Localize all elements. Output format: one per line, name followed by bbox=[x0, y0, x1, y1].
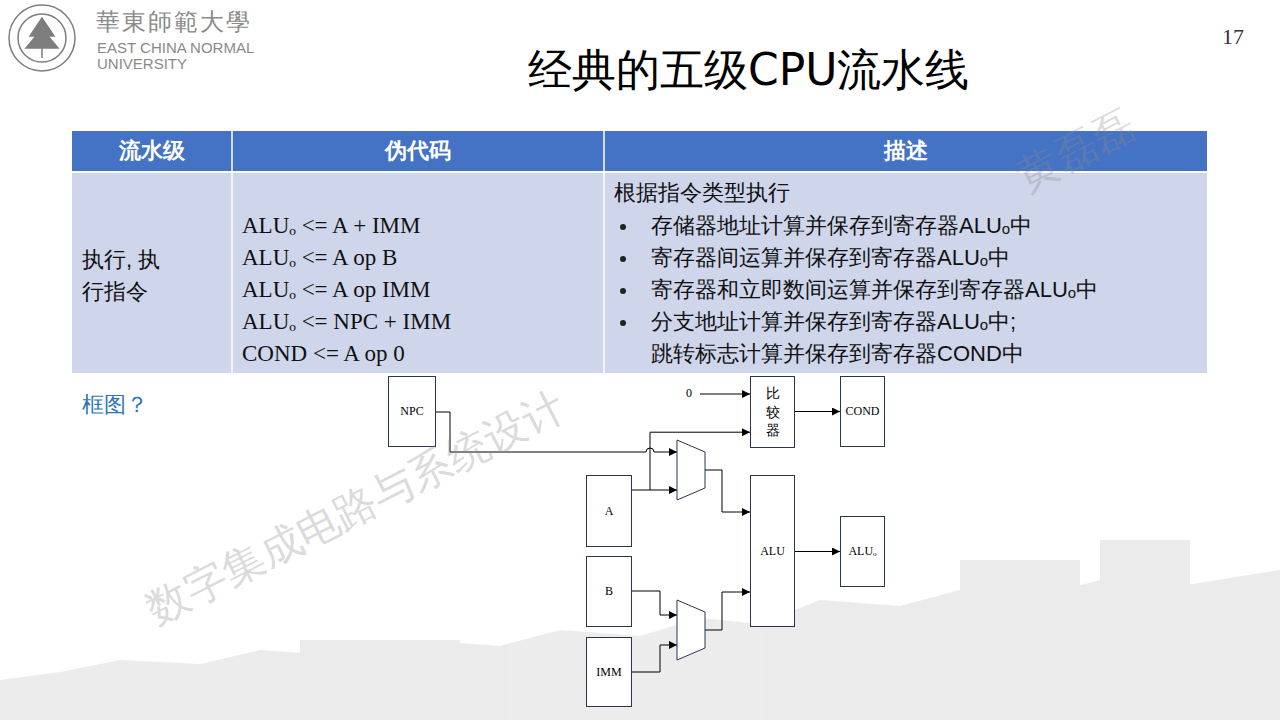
table-cell: 存储器地址计算并保存到寄存器ALUₒ中 bbox=[651, 210, 1032, 242]
watermark: 数字集成电路与系统设计 bbox=[137, 378, 574, 638]
node-text: B bbox=[605, 583, 613, 599]
node-text: COND bbox=[845, 403, 879, 419]
table-cell: 寄存器间运算并保存到寄存器ALUₒ中 bbox=[651, 242, 1010, 274]
signal-value: 0 bbox=[686, 386, 692, 401]
table-rule bbox=[72, 171, 1207, 173]
zero-wire bbox=[700, 394, 750, 395]
b-wire bbox=[632, 591, 677, 615]
node-text: NPC bbox=[400, 403, 423, 419]
page-number: 17 bbox=[1222, 24, 1244, 50]
pseudo-code: ALUₒ <= A op IMM bbox=[242, 274, 430, 306]
register-box: IMM bbox=[586, 637, 632, 707]
bullet bbox=[620, 320, 626, 326]
pseudo-code: COND <= A op 0 bbox=[242, 338, 405, 370]
table-rule bbox=[231, 131, 233, 373]
university-name: 華東師範大學 bbox=[96, 6, 252, 38]
npc-wire bbox=[436, 412, 677, 452]
table-header: 描述 bbox=[604, 136, 1207, 166]
table-header: 伪代码 bbox=[232, 136, 604, 166]
node-text: ALU bbox=[760, 543, 785, 559]
register-box: B bbox=[586, 556, 632, 627]
pseudo-code: ALUₒ <= A op B bbox=[242, 242, 397, 274]
comparator-box: 比较器 bbox=[750, 376, 795, 448]
table-cell: 根据指令类型执行 bbox=[614, 177, 790, 209]
register-box: A bbox=[586, 475, 632, 547]
multiplexer bbox=[677, 440, 705, 500]
university-logo bbox=[9, 5, 75, 71]
slide-title: 经典的五级CPU流水线 bbox=[528, 42, 969, 98]
bullet-points bbox=[620, 224, 626, 326]
pseudo-code: ALUₒ <= A + IMM bbox=[242, 210, 420, 242]
register-box: NPC bbox=[388, 376, 436, 447]
table-cell: 执行, 执行指令 bbox=[82, 244, 182, 308]
alu-box: ALU bbox=[750, 475, 795, 627]
building-block bbox=[1100, 540, 1190, 720]
logo-tree bbox=[26, 18, 58, 58]
watermark: 黄磊磊 bbox=[1007, 98, 1145, 205]
connector bbox=[795, 551, 840, 552]
logo-ring bbox=[18, 14, 66, 62]
bullet bbox=[620, 288, 626, 294]
node-text: ALUₒ bbox=[848, 543, 876, 559]
table-header: 流水级 bbox=[72, 136, 232, 166]
university-name-en: EAST CHINA NORMAL UNIVERSITY bbox=[97, 40, 287, 72]
table-rule bbox=[603, 131, 605, 373]
logo-ring bbox=[9, 5, 75, 71]
register-box: ALUₒ bbox=[840, 516, 885, 587]
imm-wire bbox=[632, 645, 677, 672]
edge-layer bbox=[632, 412, 840, 552]
table-grid bbox=[72, 131, 1207, 373]
pseudo-code: ALUₒ <= NPC + IMM bbox=[242, 306, 451, 338]
note: 框图？ bbox=[82, 390, 148, 420]
building-block bbox=[960, 560, 1080, 720]
table-cell: 分支地址计算并保存到寄存器ALUₒ中; 跳转标志计算并保存到寄存器COND中 bbox=[651, 306, 1201, 370]
table-header-fill bbox=[72, 131, 1207, 172]
bullet bbox=[620, 224, 626, 230]
mux-out-wire bbox=[705, 470, 750, 512]
table-row-fill bbox=[72, 172, 1207, 373]
a-to-mux-wire bbox=[650, 490, 677, 491]
building-shape bbox=[0, 570, 1280, 720]
mux-out-wire bbox=[705, 592, 750, 630]
table-cell: 寄存器和立即数间运算并保存到寄存器ALUₒ中 bbox=[651, 274, 1098, 306]
register-box: COND bbox=[840, 376, 885, 447]
connector bbox=[632, 432, 750, 490]
connector bbox=[795, 411, 840, 412]
multiplexer bbox=[677, 600, 705, 660]
node-text: A bbox=[605, 503, 614, 519]
node-text: IMM bbox=[596, 664, 621, 680]
bullet bbox=[620, 256, 626, 262]
building-block bbox=[300, 640, 460, 720]
node-text: 比较器 bbox=[765, 384, 780, 441]
campus-building-silhouette bbox=[0, 540, 1280, 720]
